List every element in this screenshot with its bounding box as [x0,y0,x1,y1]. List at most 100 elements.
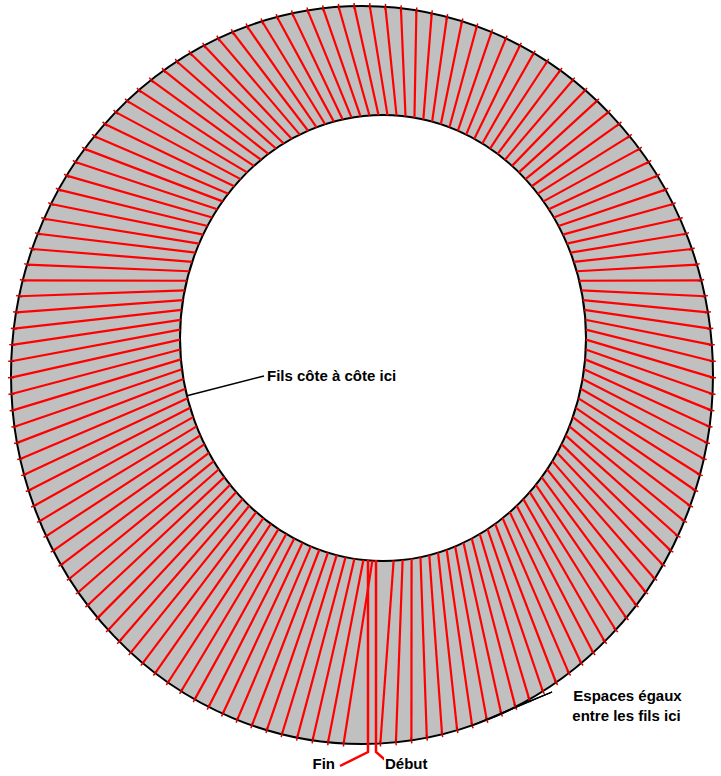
winding-tick [400,5,402,11]
label-text: Fils côte à côte ici [266,367,397,384]
winding-turn [282,555,337,734]
winding-turn [119,499,242,641]
winding-tick [441,731,442,737]
winding-tick [21,474,27,476]
winding-tick [652,577,657,580]
winding-turn [16,300,183,312]
winding-turn [563,204,673,235]
winding-tick [26,490,32,492]
winding-turn [20,389,185,459]
winding-tick [338,4,340,10]
winding-tick [707,426,713,428]
winding-turn [420,557,426,737]
winding-tick [76,590,81,594]
winding-tick [682,520,688,522]
winding-tick [193,697,196,702]
winding-tick [710,360,716,362]
winding-turn [532,124,619,186]
winding-tick [41,217,46,220]
winding-tick [306,7,308,13]
winding-turn [525,112,608,179]
winding-tick [14,442,20,443]
winding-tick [92,134,97,138]
winding-tick [698,280,704,282]
winding-tick [203,43,206,48]
winding-tick [710,393,716,395]
winding-turn [543,149,639,201]
winding-turn [396,560,403,742]
winding-tick [490,29,492,35]
leader-line [493,692,552,717]
winding-tick [64,174,69,177]
winding-turn [19,290,185,296]
winding-turn [584,310,710,329]
winding-tick [675,535,680,538]
winding-tick [261,18,263,24]
winding-tick [251,723,253,729]
winding-tick [162,68,165,73]
winding-turn [538,136,630,194]
winding-turn [297,557,345,737]
winding-tick [292,10,293,16]
winding-tick [166,680,169,685]
winding-tick [10,409,16,411]
winding-tick [67,577,72,580]
winding-turn [576,408,696,491]
winding-tick [137,88,141,93]
winding-turn [512,90,585,166]
winding-turn [574,249,692,262]
leader-line [470,692,552,726]
winding-tick [13,312,19,313]
winding-tick [603,639,607,643]
winding-tick [37,520,43,522]
winding-tick [456,727,458,733]
winding-tick [35,233,41,235]
winding-turn [195,534,287,699]
winding-tick [705,312,711,313]
leader-line [187,376,264,396]
winding-tick [246,23,248,29]
winding-tick [554,680,557,685]
winding-turn [571,234,687,253]
winding-tick [559,68,562,73]
winding-tick [395,739,397,745]
winding-tick [410,737,412,743]
winding-tick [43,535,48,538]
winding-tick [693,490,699,492]
winding-turn [370,6,388,115]
winding-tick [327,739,329,745]
winding-tick [73,160,78,163]
winding-tick [48,203,53,206]
winding-tick [384,4,386,10]
winding-turn [429,555,442,734]
winding-turn [503,518,569,673]
winding-tick [58,563,63,566]
winding-turn [519,101,597,172]
label-text: Fin [312,755,337,772]
winding-turn [380,561,393,744]
winding-turn [583,300,708,312]
winding-lead [376,560,392,766]
winding-tick [180,689,183,694]
winding-tick [95,616,100,620]
winding-turn [577,265,697,272]
winding-tick [153,671,157,676]
winding-tick [687,505,693,507]
winding-turn [85,149,223,201]
winding-turn [523,499,604,641]
winding-turn [11,330,180,362]
winding-turn [423,13,431,119]
winding-turn [237,546,311,719]
winding-tick [369,3,371,9]
winding-tick [426,735,427,741]
label: Espaces égaux entre les fils ici [552,686,702,726]
winding-turn [38,234,196,253]
winding-turn [313,559,355,741]
winding-turn [44,219,199,244]
winding-tick [431,10,432,16]
winding-tick [125,99,129,103]
winding-tick [207,704,210,709]
winding-turn [131,506,249,653]
winding-turn [401,8,406,116]
winding-tick [614,628,618,632]
